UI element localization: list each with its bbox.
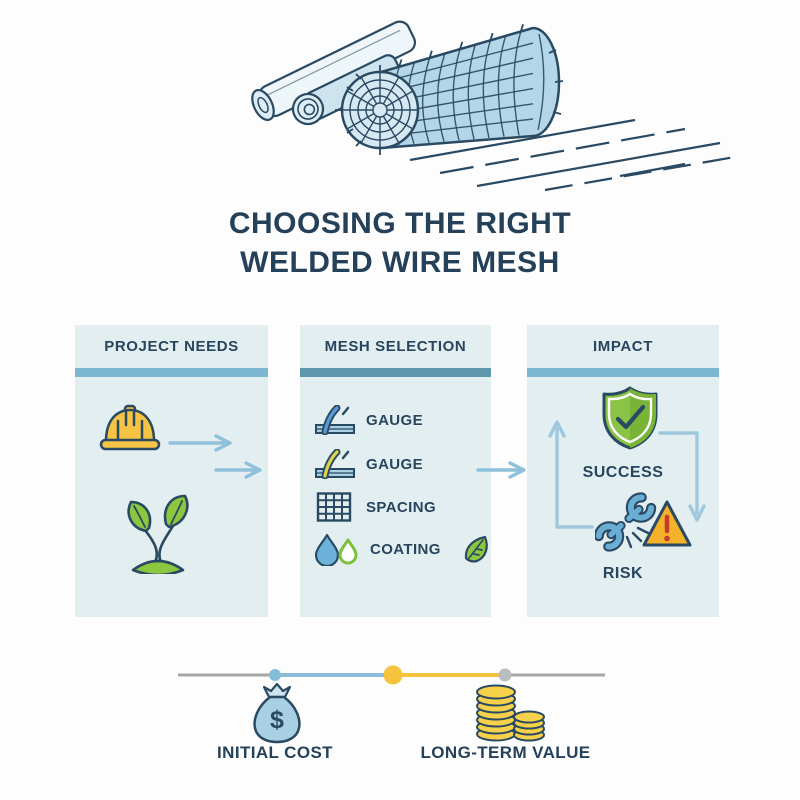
arrow-right-icon (214, 461, 262, 479)
column-header: MESH SELECTION (324, 338, 467, 355)
cost-value-timeline (178, 665, 605, 685)
column-accent-bar (300, 368, 491, 377)
selection-row-gauge: GAUGE (315, 403, 423, 437)
cost-dot (269, 669, 281, 681)
droplets-icon (315, 533, 358, 566)
coin-stacks-icon (476, 684, 545, 742)
column-project-needs: PROJECT NEEDS (75, 325, 268, 617)
wire-mesh-rolls-illustration (251, 20, 735, 192)
column-accent-bar (527, 368, 719, 377)
arrow-right-icon (168, 434, 232, 452)
column-header: IMPACT (593, 338, 653, 355)
risk-label: RISK (602, 565, 644, 582)
mid-dot (383, 665, 403, 685)
money-bag-icon: $ (253, 682, 301, 744)
title-line-1: CHOOSING THE RIGHT (228, 207, 572, 240)
leaf-icon (464, 535, 488, 563)
flat-mesh-sheet (409, 118, 735, 192)
seedling-icon (127, 494, 189, 574)
cycle-arrows-icon (548, 420, 706, 529)
dollar-sign: $ (270, 706, 284, 734)
page-title: CHOOSING THE RIGHT WELDED WIRE MESH (0, 204, 800, 282)
motion-lines (625, 526, 650, 549)
initial-cost-label: INITIAL COST (217, 743, 333, 762)
value-dot (498, 668, 512, 682)
selection-label: COATING (370, 540, 441, 558)
wire-gauge-blue-icon (315, 405, 355, 435)
selection-row-spacing: SPACING (315, 490, 436, 524)
selection-label: GAUGE (366, 411, 424, 429)
selection-row-coating: COATING (315, 532, 490, 566)
mesh-roll (335, 24, 564, 155)
wire-gauge-yellow-icon (315, 449, 355, 479)
column-accent-bar (75, 368, 268, 377)
hard-hat-icon (99, 404, 161, 451)
mesh-grid-icon (316, 492, 352, 522)
shield-check-icon (602, 386, 658, 450)
column-impact: IMPACT SUCCESS (527, 325, 719, 617)
wrench-warning-icon (595, 492, 692, 552)
arrow-right-icon (476, 461, 526, 479)
title-line-2: WELDED WIRE MESH (240, 246, 560, 279)
column-header: PROJECT NEEDS (104, 338, 239, 355)
selection-label: SPACING (366, 498, 437, 516)
selection-label: GAUGE (366, 455, 424, 473)
column-mesh-selection: MESH SELECTION GAUGE GAUGE (300, 325, 491, 617)
success-label: SUCCESS (582, 464, 664, 481)
long-term-value-label: LONG-TERM VALUE (420, 743, 591, 762)
selection-row-gauge: GAUGE (315, 447, 423, 481)
